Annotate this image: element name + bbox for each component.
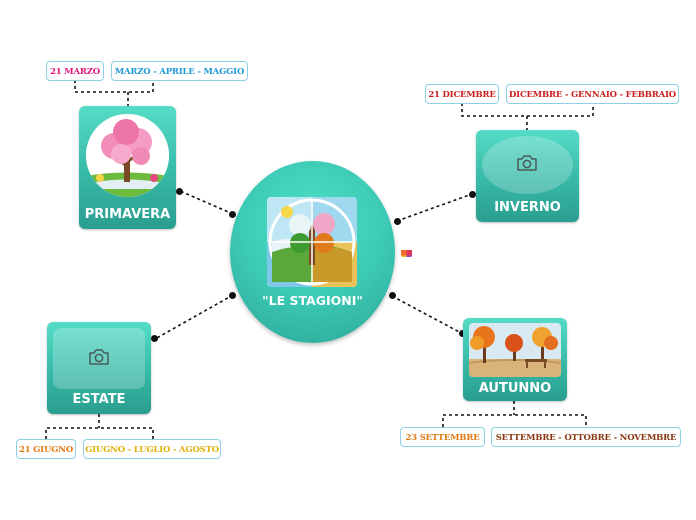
connector-dot (394, 218, 401, 225)
central-topic-title: "LE STAGIONI" (262, 293, 363, 308)
inverno-months-tag[interactable]: DICEMBRE - GENNAIO - FEBBRAIO (506, 84, 679, 104)
inverno-label: INVERNO (494, 200, 561, 215)
estate-card[interactable]: ESTATE (47, 322, 151, 414)
autumn-park-image (469, 323, 561, 377)
primavera-months-tag[interactable]: MARZO - APRILE - MAGGIO (111, 61, 248, 81)
estate-date-tag[interactable]: 21 GIUGNO (16, 439, 76, 459)
connector-dot (229, 292, 236, 299)
connector-dot (176, 188, 183, 195)
seasons-image (267, 197, 357, 287)
central-topic-node[interactable]: "LE STAGIONI" (230, 161, 395, 343)
image-placeholder (482, 136, 573, 194)
spring-tree-image (86, 114, 169, 197)
primavera-label: PRIMAVERA (84, 207, 171, 222)
autunno-card[interactable]: AUTUNNO (463, 318, 567, 401)
connector-dot (459, 330, 466, 337)
autunno-months-tag[interactable]: SETTEMBRE - OTTOBRE - NOVEMBRE (491, 427, 681, 447)
connector-dot (151, 335, 158, 342)
camera-icon (516, 154, 538, 176)
autunno-date-tag[interactable]: 23 SETTEMBRE (400, 427, 485, 447)
image-placeholder (53, 328, 145, 389)
connector-dot (469, 191, 476, 198)
color-palette-icon[interactable] (401, 246, 412, 257)
connector-dot (229, 211, 236, 218)
connector-dot (389, 292, 396, 299)
inverno-card[interactable]: INVERNO (476, 130, 579, 222)
primavera-card[interactable]: PRIMAVERA (79, 106, 176, 229)
inverno-date-tag[interactable]: 21 DICEMBRE (425, 84, 499, 104)
camera-icon (88, 348, 110, 370)
primavera-date-tag[interactable]: 21 MARZO (46, 61, 104, 81)
estate-label: ESTATE (72, 392, 126, 407)
autunno-label: AUTUNNO (478, 381, 552, 396)
estate-months-tag[interactable]: GIUGNO - LUGLIO - AGOSTO (83, 439, 221, 459)
